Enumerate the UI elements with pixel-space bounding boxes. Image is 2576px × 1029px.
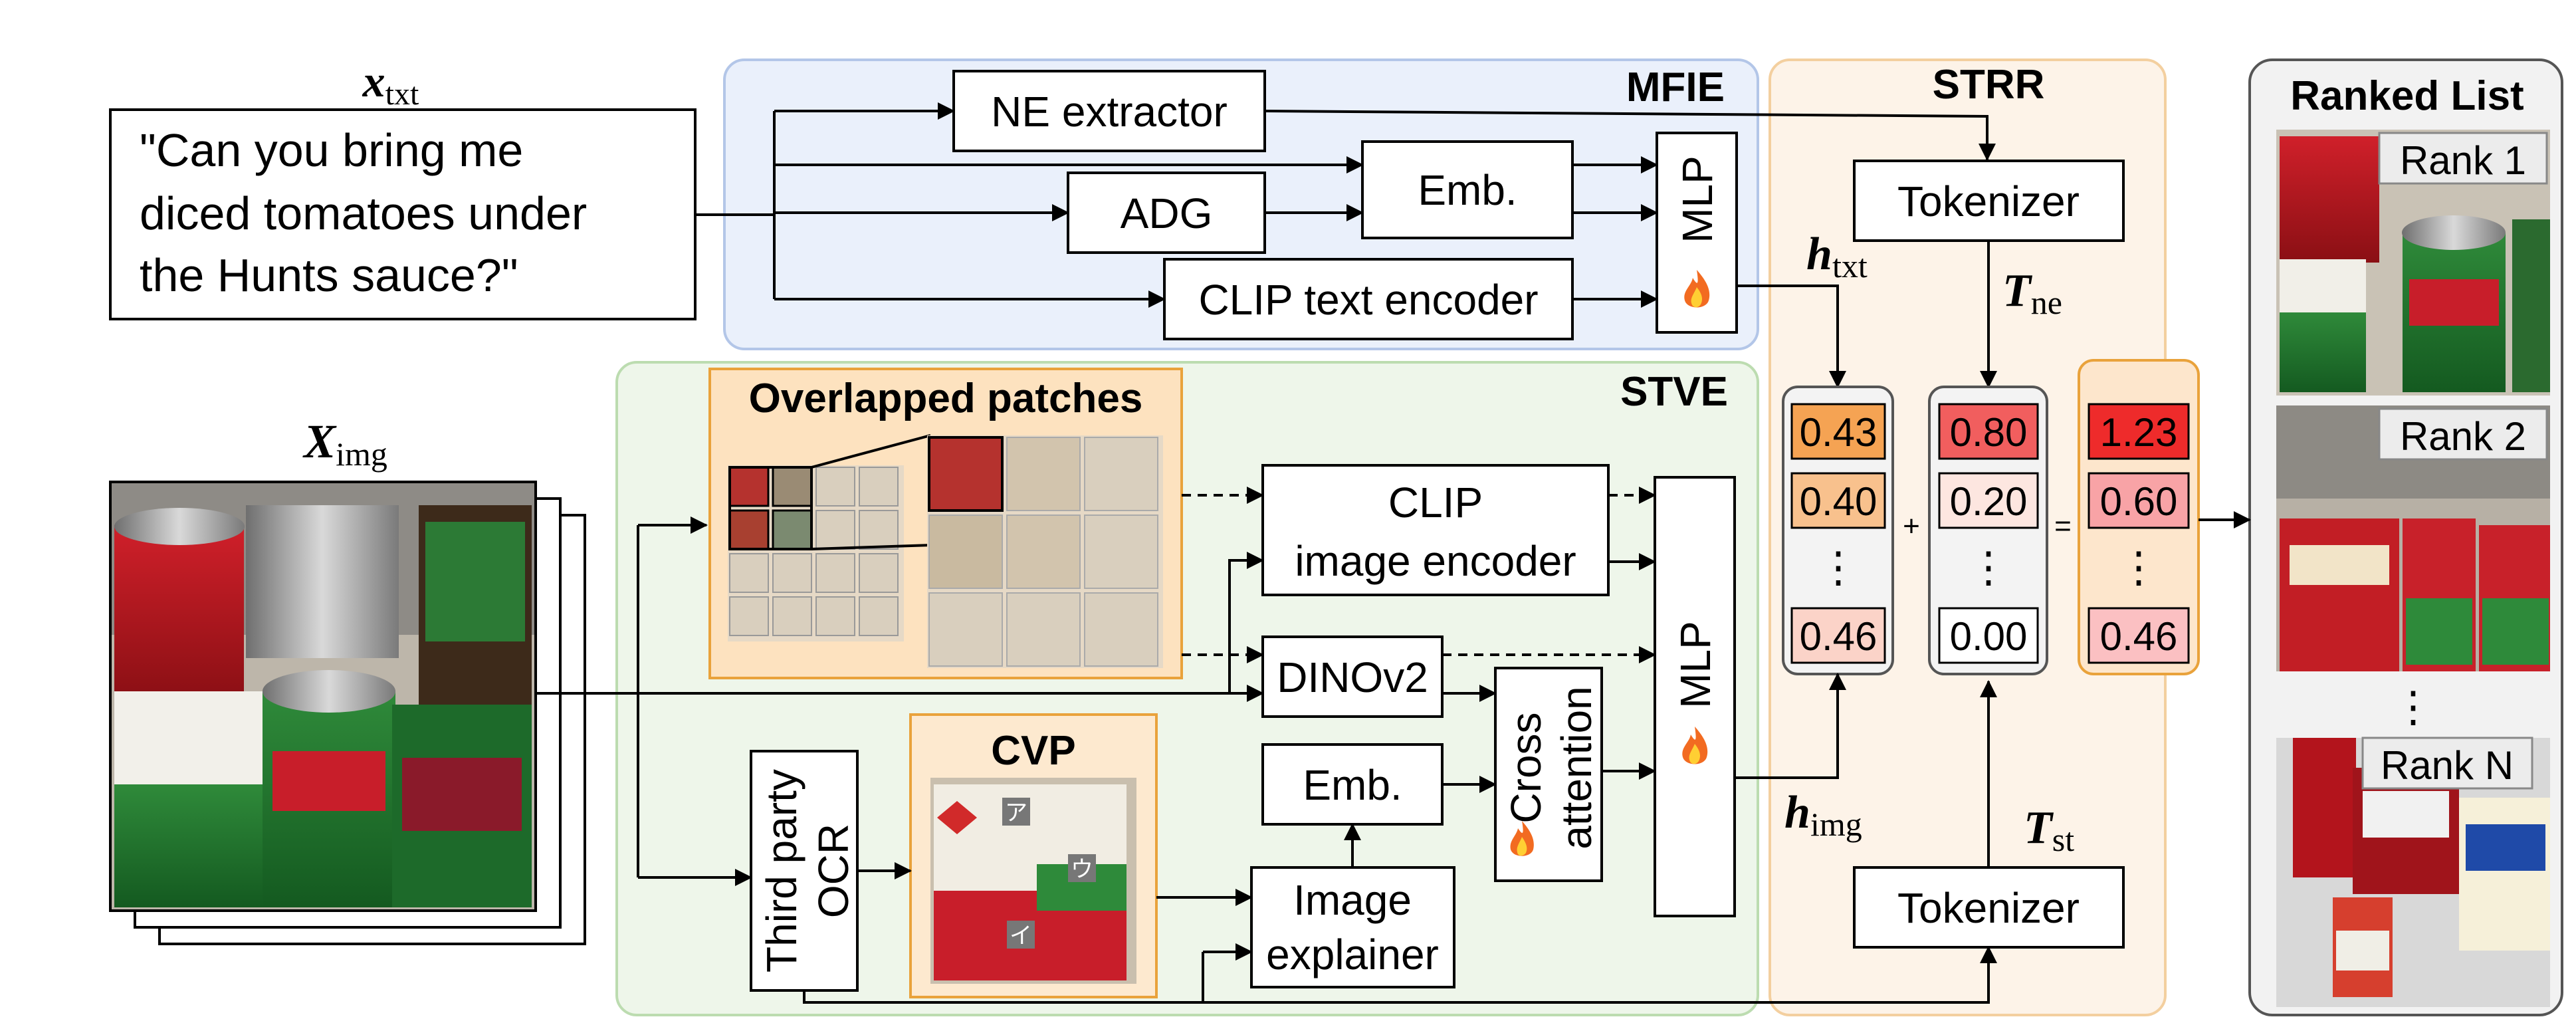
- clip-text-encoder-box: [1163, 258, 1574, 340]
- rank-1-label: Rank 1: [2400, 138, 2526, 183]
- instruction-line-1: "Can you bring me: [140, 124, 523, 176]
- emb-label-stve: Emb.: [1303, 761, 1402, 809]
- score-cell: [2088, 472, 2190, 529]
- emb-label-mfie: Emb.: [1418, 166, 1517, 214]
- score-cell: [1790, 607, 1886, 664]
- score-value: 0.60: [2100, 479, 2178, 524]
- score-value: 1.23: [2100, 410, 2178, 455]
- patch-grid-small: [728, 465, 904, 641]
- patch-grid-large: [927, 435, 1163, 668]
- flame-icon: [1510, 821, 1534, 856]
- cross-attention-label-2: attention: [1553, 686, 1600, 850]
- tokenizer-bottom-label: Tokenizer: [1897, 884, 2080, 932]
- rank-n-label: Rank N: [2381, 743, 2514, 788]
- mfie-title: MFIE: [1626, 64, 1725, 110]
- equals-sign: =: [2054, 510, 2072, 542]
- rank-2-label: Rank 2: [2400, 414, 2526, 459]
- rank-2-badge: [2378, 407, 2548, 461]
- ocr-tag-text: ア: [1005, 800, 1027, 826]
- instruction-box: [109, 108, 697, 320]
- tokenizer-top-label: Tokenizer: [1897, 177, 2080, 225]
- dinov2-box: [1261, 635, 1444, 718]
- third-party-ocr-box: [750, 750, 859, 992]
- adg-box: [1067, 172, 1266, 254]
- x-txt-label: xtxt: [362, 56, 419, 112]
- vdots: ⋮: [1817, 543, 1860, 591]
- score-cell: [2088, 607, 2190, 664]
- adg-label: ADG: [1121, 189, 1213, 237]
- emb-box-stve: [1261, 743, 1444, 826]
- rank-1-badge: [2378, 132, 2548, 185]
- score-value: 0.46: [1800, 614, 1878, 659]
- h-txt-label: htxt: [1806, 229, 1868, 285]
- clip-image-encoder-label-1: CLIP: [1388, 479, 1483, 526]
- cross-attention-label-1: Cross: [1502, 712, 1550, 823]
- input-image-photo: [110, 482, 536, 911]
- score-value: 0.46: [2100, 614, 2178, 659]
- rank-vdots: ⋮: [2392, 683, 2434, 731]
- image-explainer-label-2: explainer: [1266, 931, 1439, 978]
- score-value: 0.80: [1950, 410, 2028, 455]
- emb-box-mfie: [1361, 140, 1574, 239]
- score-cell: [1790, 403, 1886, 460]
- vdots: ⋮: [1967, 543, 2010, 591]
- plus-sign: +: [1903, 510, 1920, 542]
- ocr-label-2: OCR: [809, 824, 857, 918]
- ocr-tag-text: ウ: [1071, 857, 1093, 882]
- h-img-label: himg: [1784, 787, 1862, 843]
- score-cell: [1938, 607, 2039, 664]
- mlp-label-stve: MLP: [1671, 621, 1719, 709]
- clip-image-encoder-box: [1261, 464, 1610, 596]
- score-cell: [2088, 403, 2190, 460]
- flame-icon: [1682, 727, 1708, 764]
- mlp-box-stve: [1654, 476, 1736, 917]
- score-cell: [1938, 403, 2039, 460]
- ocr-tag: [1068, 854, 1096, 882]
- rank-n-badge: [2361, 737, 2533, 790]
- flame-icon: [1684, 270, 1710, 308]
- cvp-title: CVP: [991, 728, 1075, 774]
- ocr-tag: [1007, 921, 1035, 949]
- dinov2-label: DINOv2: [1277, 653, 1428, 701]
- clip-text-encoder-label: CLIP text encoder: [1198, 276, 1538, 324]
- strr-title: STRR: [1933, 62, 2045, 108]
- t-st-label: Tst: [2024, 802, 2074, 858]
- ne-extractor-label: NE extractor: [991, 88, 1228, 136]
- x-img-label: Ximg: [302, 415, 387, 473]
- t-ne-label: Tne: [2002, 265, 2062, 321]
- score-value: 0.40: [1800, 479, 1878, 524]
- tokenizer-bottom-box: [1853, 866, 2125, 949]
- ocr-label-1: Third party: [758, 769, 805, 972]
- score-value: 0.20: [1950, 479, 2028, 524]
- score-cell: [1790, 472, 1886, 529]
- ranked-list-title: Ranked List: [2290, 73, 2523, 119]
- instruction-line-2: diced tomatoes under: [140, 187, 587, 239]
- input-image-frame: [109, 481, 537, 912]
- stve-title: STVE: [1620, 369, 1728, 415]
- image-explainer-box: [1250, 866, 1455, 988]
- ocr-tag-text: イ: [1010, 923, 1032, 949]
- mlp-label-mfie: MLP: [1673, 156, 1721, 243]
- score-value: 0.00: [1950, 614, 2028, 659]
- image-explainer-label-1: Image: [1293, 876, 1412, 924]
- ne-extractor-box: [952, 70, 1266, 152]
- ocr-tag: [1002, 798, 1030, 826]
- overlapped-patches-title: Overlapped patches: [749, 376, 1143, 421]
- vdots: ⋮: [2117, 543, 2160, 591]
- clip-image-encoder-label-2: image encoder: [1295, 537, 1576, 585]
- instruction-line-3: the Hunts sauce?": [140, 249, 518, 301]
- score-cell: [1938, 472, 2039, 529]
- cvp-photo: [930, 778, 1136, 984]
- score-value: 0.43: [1800, 410, 1878, 455]
